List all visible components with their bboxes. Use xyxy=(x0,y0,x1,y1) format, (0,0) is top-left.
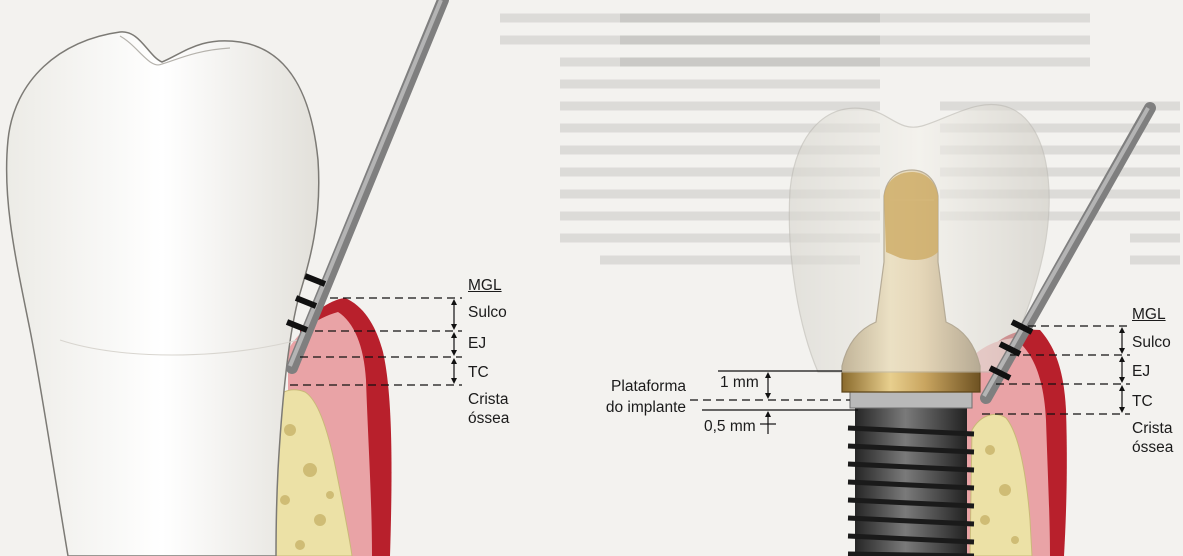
implant-label-plataforma-line2: do implante xyxy=(586,399,686,416)
implant-label-crista-line2: óssea xyxy=(1132,439,1173,456)
natural-label-tc: TC xyxy=(468,364,489,381)
implant-label-crista-line1: Crista xyxy=(1132,420,1172,437)
natural-label-crista-line1: Crista xyxy=(468,391,508,408)
natural-label-mgl: MGL xyxy=(468,277,502,294)
implant-label-1mm: 1 mm xyxy=(720,374,759,391)
implant-label-05mm: 0,5 mm xyxy=(704,418,756,435)
implant-label-plataforma-line1: Plataforma xyxy=(586,378,686,395)
implant-label-ej: EJ xyxy=(1132,363,1150,380)
implant-label-tc: TC xyxy=(1132,393,1153,410)
natural-label-crista-line2: óssea xyxy=(468,410,509,427)
implant-label-mgl: MGL xyxy=(1132,306,1166,323)
natural-label-sulco: Sulco xyxy=(468,304,507,321)
natural-tooth-crown-root xyxy=(7,32,319,556)
natural-tooth-illustration xyxy=(7,0,443,556)
implant-abutment-top xyxy=(884,172,938,260)
implant-label-sulco: Sulco xyxy=(1132,334,1171,351)
natural-label-ej: EJ xyxy=(468,335,486,352)
implant-platform-collar xyxy=(850,392,972,408)
